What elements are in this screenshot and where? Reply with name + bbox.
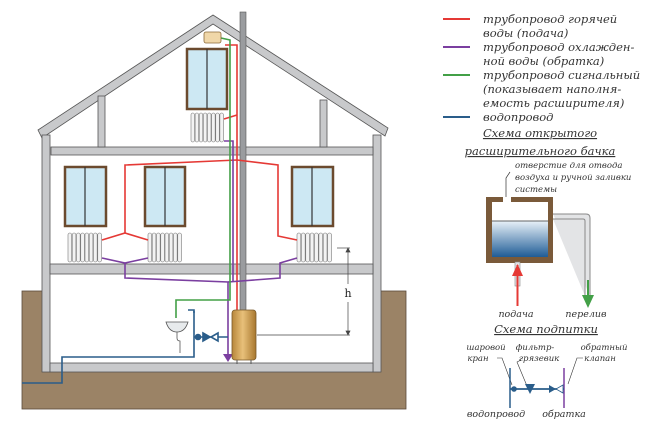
legend-label: ной воды (обратка) [483, 54, 604, 68]
air-vent-note: отверстие для отвода [515, 161, 622, 171]
window [185, 47, 229, 111]
tank-scheme-title: расширительного бачка [465, 144, 616, 158]
tank-scheme-title: Схема открытого [483, 126, 597, 140]
ball-valve-label: шаровой [466, 343, 505, 353]
legend-label: трубопровод сигнальный [483, 68, 640, 82]
filter-label: грязевик [519, 354, 560, 364]
check-valve-icon [549, 385, 556, 393]
height-label: h [344, 287, 351, 300]
air-vent-note: воздуха и ручной заливки [515, 173, 631, 183]
legend-label: трубопровод горячей [483, 12, 617, 26]
window [290, 165, 335, 228]
window [63, 165, 108, 228]
radiator [190, 112, 224, 143]
ball-valve-icon [511, 386, 517, 392]
sink [165, 321, 189, 353]
radiator [296, 232, 332, 263]
tank-scheme: Схема открытого расширительного бачка от… [465, 126, 632, 320]
air-vent-note: системы [515, 185, 557, 195]
legend-label: (показывает наполня- [483, 82, 621, 96]
check-valve-label: клапан [584, 354, 616, 364]
return-label: обратка [542, 409, 586, 420]
legend-label: трубопровод охлажден- [483, 40, 634, 54]
legend-label: емость расширителя) [483, 96, 624, 110]
signal-pipe [175, 37, 231, 318]
water-main-pipe [22, 309, 228, 384]
expansion-tank [203, 31, 222, 44]
radiators [67, 112, 332, 263]
legend-label: водопровод [483, 110, 553, 124]
makeup-scheme-title: Схема подпитки [494, 322, 598, 336]
walls [41, 95, 382, 373]
overflow-label: перелив [565, 309, 607, 320]
legend-label: воды (подача) [483, 26, 568, 40]
boiler [231, 309, 257, 364]
overflow-pipe [553, 213, 591, 296]
supply-arrow-icon [512, 264, 523, 306]
hot-water-pipe [101, 44, 298, 310]
filter-label: фильтр- [516, 343, 555, 353]
filter-icon [525, 384, 535, 394]
windows [63, 47, 335, 228]
supply-label: подача [498, 309, 533, 320]
water-main-label: водопровод [467, 409, 525, 420]
radiator [147, 232, 182, 263]
window [143, 165, 187, 228]
overflow-arrow-icon [582, 280, 594, 308]
radiator [67, 232, 102, 263]
height-dimension [257, 247, 351, 336]
return-pipe [101, 140, 298, 362]
ball-valve-label: кран [467, 354, 488, 364]
check-valve-label: обратный [581, 342, 628, 353]
makeup-scheme: Схема подпитки шаровой кран фильтр- гряз… [466, 322, 627, 420]
